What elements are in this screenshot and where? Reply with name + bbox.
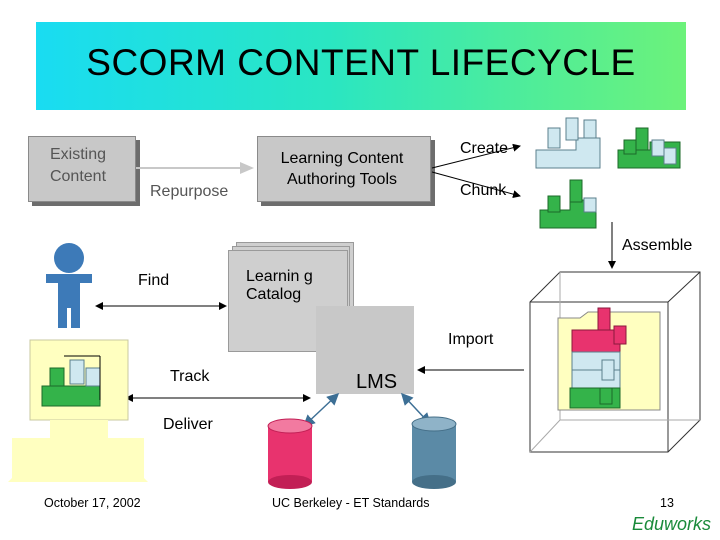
lms-db-arrow-left [302,392,340,428]
create-green-block-icon [617,127,681,169]
existing-content-box [28,136,136,202]
track-label: Track [170,368,210,385]
pink-database-icon [267,418,313,489]
computer-icon [8,339,148,482]
assembled-package-icon [529,271,701,453]
footer-org: UC Berkeley - ET Standards [272,496,430,510]
create-arrow [431,143,521,169]
catalog-label: Learnin g Catalog [246,268,313,303]
existing-content-label: Existing Content [49,146,107,185]
title-band [36,22,686,110]
authoring-tools-box [257,136,431,202]
find-label: Find [138,272,170,289]
chunk-content-block-icon [539,179,597,229]
footer-date: October 17, 2002 [44,496,141,510]
authoring-tools-label: Learning Content Authoring Tools [280,150,404,188]
import-label: Import [448,331,494,348]
lms-box [316,306,414,394]
chunk-arrow [431,171,521,199]
assemble-label: Assemble [622,237,693,254]
learner-person-icon [46,243,92,328]
create-label: Create [460,140,509,157]
deliver-label: Deliver [163,416,213,433]
steel-database-icon [411,416,457,489]
repurpose-label: Repurpose [150,183,229,200]
create-content-block-icon [535,117,601,169]
eduworks-logo: Eduworks [632,514,712,534]
repurpose-arrow [136,162,254,174]
footer-page-number: 13 [660,496,674,510]
chunk-label: Chunk [460,182,507,199]
lms-label: LMS [356,371,398,393]
slide-title: SCORM CONTENT LIFECYCLE [86,42,636,83]
